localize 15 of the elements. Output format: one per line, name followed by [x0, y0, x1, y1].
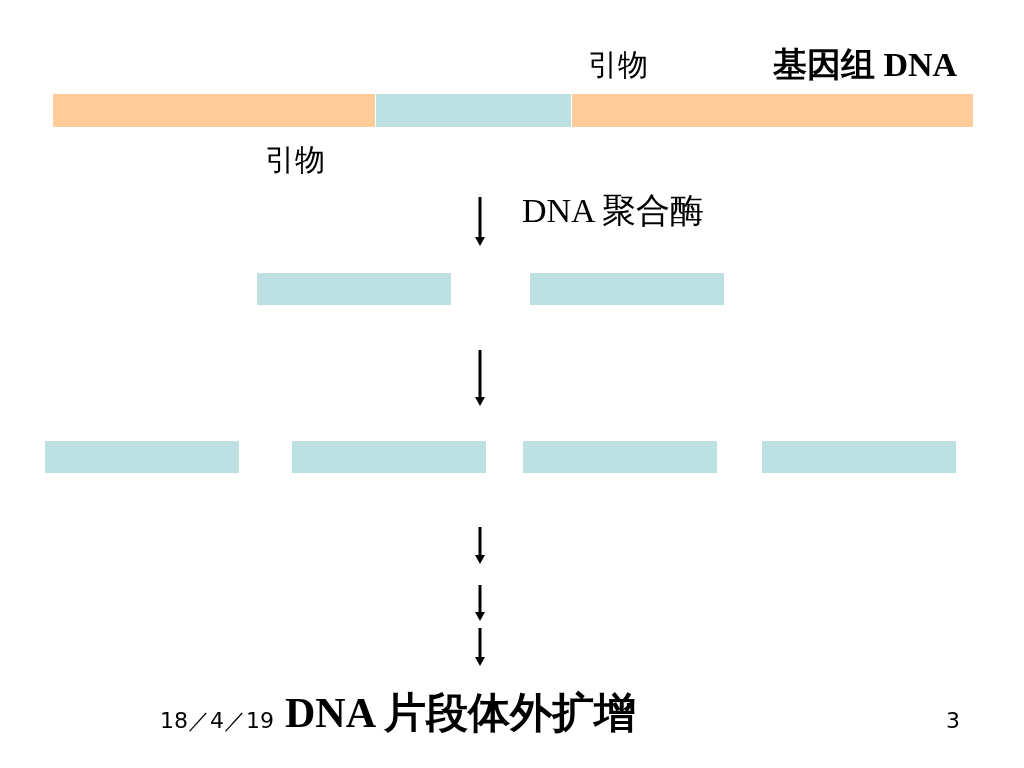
dna-strand-bar [45, 441, 239, 473]
dna-strand-bar [292, 441, 486, 473]
dna-strand-bar [376, 94, 571, 127]
date-footer: 18／4／19 [160, 710, 274, 732]
dna-strand-bar [762, 441, 956, 473]
page-number: 3 [946, 710, 960, 732]
dna-strand-bar [257, 273, 451, 305]
slide-title: DNA 片段体外扩增 [285, 692, 637, 734]
dna-strand-bar [572, 94, 973, 127]
dna-strand-bar [530, 273, 724, 305]
enzyme-label: DNA 聚合酶 [522, 194, 705, 228]
dna-strand-bar [523, 441, 717, 473]
primer-label: 引物 [265, 145, 325, 175]
primer-label: 引物 [588, 50, 648, 80]
dna-strand-bar [53, 94, 375, 127]
